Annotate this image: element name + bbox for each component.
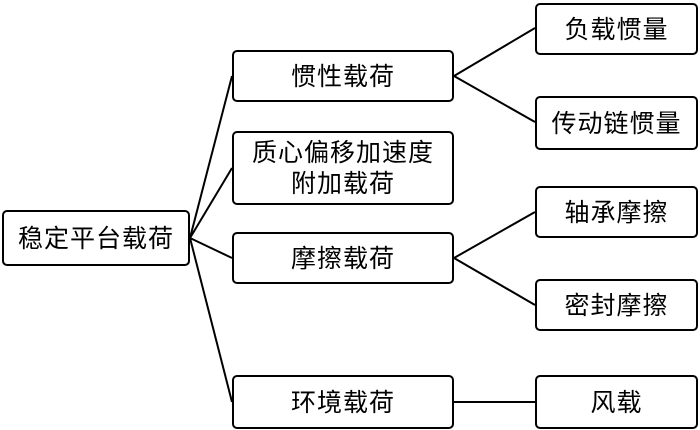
branch-node-label: 惯性载荷	[290, 61, 395, 91]
branch-node-inertial-load: 惯性载荷	[232, 50, 454, 102]
branch-node-label: 摩擦载荷	[290, 243, 395, 273]
leaf-node-seal-friction: 密封摩擦	[535, 279, 698, 331]
branch-node-label: 环境载荷	[290, 387, 395, 417]
leaf-node-wind-load: 风载	[535, 375, 698, 429]
leaf-node-label: 风载	[590, 387, 643, 417]
leaf-node-bearing-friction: 轴承摩擦	[535, 186, 698, 238]
leaf-node-label: 轴承摩擦	[564, 197, 669, 227]
root-node-label: 稳定平台载荷	[17, 223, 174, 253]
connector-inertial-drivetrain	[453, 75, 536, 123]
leaf-node-drivetrain-inertia: 传动链惯量	[535, 96, 698, 150]
branch-node-label-line-2: 附加载荷	[290, 169, 395, 198]
connector-inertial-payload	[453, 27, 536, 77]
branch-node-centroid-offset-load: 质心偏移加速度 附加载荷	[232, 131, 454, 205]
leaf-node-payload-inertia: 负载惯量	[535, 3, 698, 55]
connector-root-centroid	[189, 167, 233, 239]
connector-root-environment	[189, 237, 233, 403]
leaf-node-label: 传动链惯量	[551, 108, 682, 138]
branch-node-friction-load: 摩擦载荷	[232, 232, 454, 284]
leaf-node-label: 负载惯量	[564, 14, 669, 44]
connector-friction-bearing	[453, 211, 536, 259]
branch-node-environment-load: 环境载荷	[232, 375, 454, 429]
connector-root-friction	[189, 237, 233, 259]
connector-friction-seal	[453, 257, 536, 306]
connector-root-inertial	[189, 75, 233, 239]
leaf-node-label: 密封摩擦	[564, 290, 669, 320]
branch-node-label-line-1: 质心偏移加速度	[251, 138, 434, 167]
root-node-stable-platform-load: 稳定平台载荷	[2, 210, 190, 266]
